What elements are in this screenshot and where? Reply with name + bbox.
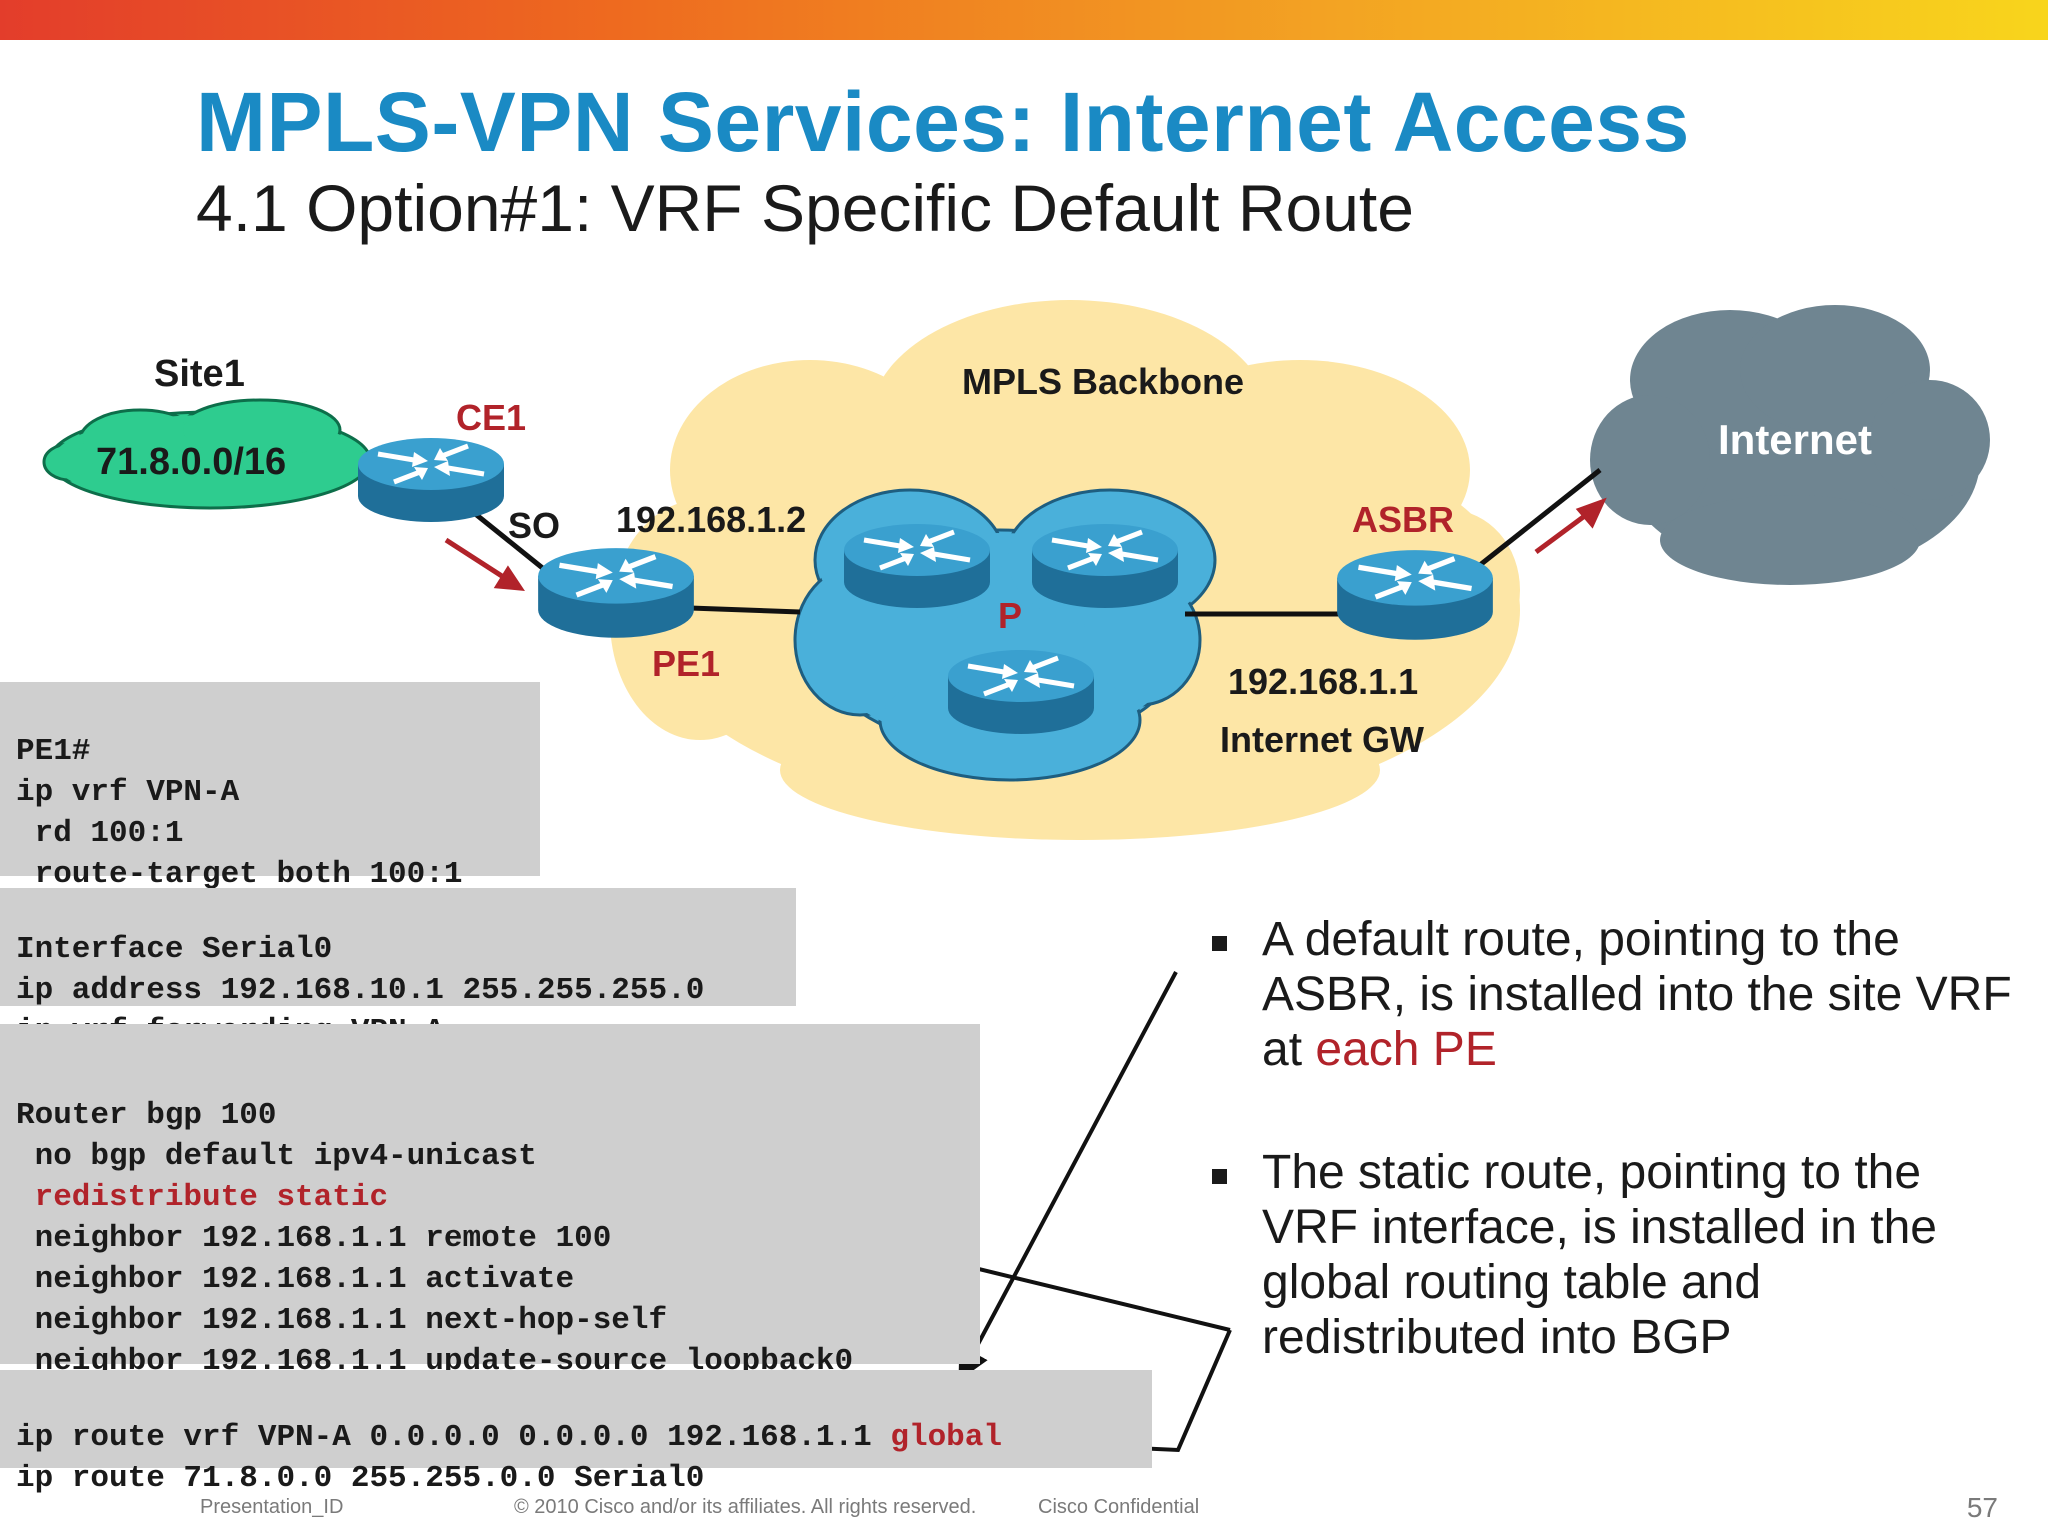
code-line: ip vrf VPN-A [16,775,240,810]
code-line-redistribute-static: redistribute static [16,1180,389,1215]
code-line-text: ip route vrf VPN-A 0.0.0.0 0.0.0.0 192.1… [16,1420,872,1455]
so-interface-label: SO [508,505,560,546]
bullet-marker [1212,1169,1227,1184]
p-router-icon-bottom [948,650,1094,734]
bullet-default-route: A default route, pointing to the ASBR, i… [1212,912,2012,1077]
code-line: ip address 192.168.10.1 255.255.255.0 [16,973,705,1008]
code-line: PE1# [16,734,91,769]
site1-cloud-fill [47,403,367,505]
site-network-label: 71.8.0.0/16 [96,441,286,483]
slide-subtitle: 4.1 Option#1: VRF Specific Default Route [196,171,1414,245]
ce1-label: CE1 [456,397,526,438]
code-line: ip route 71.8.0.0 255.255.0.0 Serial0 [16,1461,705,1496]
code-block-bgp-config: Router bgp 100 no bgp default ipv4-unica… [0,1024,980,1379]
bullet-text: The static route, pointing to the VRF in… [1262,1146,1937,1364]
ce1-router-icon [358,438,504,522]
explanation-bullets: A default route, pointing to the ASBR, i… [1212,912,2012,1433]
bullet-marker [1212,936,1227,951]
code-line: route-target both 100:1 [16,857,463,892]
internet-gw-label: Internet GW [1220,719,1424,760]
traffic-arrow-ce-to-pe [444,537,510,583]
link-asbr-internet [1478,468,1602,567]
p-label: P [998,595,1022,636]
code-global-keyword: global [890,1420,1002,1455]
code-line: no bgp default ipv4-unicast [16,1139,537,1174]
links [466,468,1602,617]
pe1-router-icon [538,548,694,638]
footer-copyright: © 2010 Cisco and/or its affiliates. All … [514,1496,977,1518]
code-line: rd 100:1 [16,816,184,851]
asbr-label: ASBR [1352,499,1454,540]
bullet-text: A default route, pointing to the ASBR, i… [1262,913,2012,1076]
code-block-static-routes: ip route vrf VPN-A 0.0.0.0 0.0.0.0 192.1… [0,1370,1152,1496]
footer-confidential: Cisco Confidential [1038,1496,1200,1518]
code-block-vrf-config: PE1# ip vrf VPN-A rd 100:1 route-target b… [0,682,540,892]
code-line: Interface Serial0 [16,932,333,967]
asbr-ip-label: 192.168.1.1 [1228,661,1418,702]
bullet-static-route: The static route, pointing to the VRF in… [1212,1145,2012,1365]
site1-label: Site1 [154,353,245,395]
pe1-label: PE1 [652,643,720,684]
footer-presentation-id: Presentation_ID [200,1496,344,1518]
code-line-vrf-default-route: ip route vrf VPN-A 0.0.0.0 0.0.0.0 192.1… [16,1417,1136,1458]
code-line: neighbor 192.168.1.1 activate [16,1262,575,1297]
traffic-arrow-to-internet [1534,509,1592,555]
code-line: Router bgp 100 [16,1098,277,1133]
traffic-arrows [444,497,1607,591]
code-block-interface-config: Interface Serial0 ip address 192.168.10.1… [0,888,796,1049]
link-pe1-p [689,605,801,615]
bullet-highlight: each PE [1315,1023,1497,1076]
callout-arrow-default-route [958,971,1178,1381]
pe-ip-label: 192.168.1.2 [616,499,806,540]
code-line: neighbor 192.168.1.1 next-hop-self [16,1303,668,1338]
internet-cloud [1590,305,1990,585]
p-router-icon-right [1032,524,1178,608]
traffic-arrow-ce-to-pe-head [493,565,525,591]
link-ce1-pe1 [466,506,547,572]
slide-title: MPLS-VPN Services: Internet Access [196,75,1690,169]
asbr-router-icon [1337,550,1493,640]
header-gradient-bar [0,0,2048,40]
internet-label: Internet [1718,416,1872,463]
code-line: neighbor 192.168.1.1 remote 100 [16,1221,612,1256]
traffic-arrow-to-internet-head [1575,497,1607,529]
mpls-backbone-label: MPLS Backbone [962,361,1244,402]
page-number: 57 [1966,1492,1998,1523]
p-router-icon-left [844,524,990,608]
